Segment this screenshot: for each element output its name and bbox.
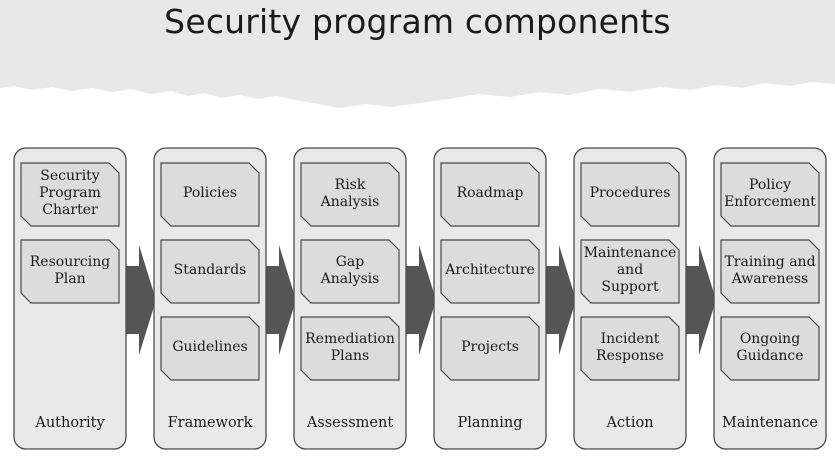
- component-card: [580, 162, 680, 227]
- component-card-label: Incident Response: [596, 330, 664, 364]
- component-card: [300, 239, 400, 304]
- component-card-label: Security Program Charter: [39, 168, 101, 218]
- flow-arrow: [684, 245, 716, 355]
- component-card: [440, 239, 540, 304]
- component-card-label: Policies: [182, 185, 238, 201]
- component-card-label: Guidelines: [172, 339, 248, 355]
- component-card: [20, 162, 120, 227]
- flow-arrow: [124, 245, 156, 355]
- flow-arrow: [264, 245, 296, 355]
- component-card-label: Procedures: [589, 185, 671, 201]
- component-card-label: Resourcing Plan: [29, 253, 111, 287]
- component-card: [160, 316, 260, 381]
- component-card: [720, 239, 820, 304]
- component-card-label: Architecture: [445, 262, 535, 278]
- component-card: [160, 162, 260, 227]
- component-card: [300, 316, 400, 381]
- torn-paper-banner: [0, 0, 835, 108]
- page-title: Security program components: [164, 2, 671, 41]
- column-label: Authority: [35, 415, 105, 431]
- component-card: [720, 162, 820, 227]
- component-card-label: Policy Enforcement: [724, 176, 816, 210]
- column-label: Framework: [167, 415, 253, 431]
- column-label: Assessment: [306, 415, 394, 431]
- component-card-label: Roadmap: [456, 185, 524, 201]
- flow-arrow: [544, 245, 576, 355]
- component-card-label: Gap Analysis: [320, 253, 380, 287]
- component-card-label: Ongoing Guidance: [736, 330, 804, 364]
- component-card-label: Training and Awareness: [724, 253, 816, 287]
- component-card: [440, 162, 540, 227]
- component-card-label: Standards: [173, 262, 247, 278]
- flow-arrow: [404, 245, 436, 355]
- component-card: [20, 239, 120, 304]
- column-label: Maintenance: [722, 415, 818, 431]
- component-card: [160, 239, 260, 304]
- component-card-label: Remediation Plans: [305, 330, 395, 364]
- component-card-label: Projects: [461, 339, 519, 355]
- column-label: Planning: [457, 415, 523, 431]
- component-card-label: Risk Analysis: [320, 176, 380, 210]
- component-card-label: Maintenance and Support: [583, 245, 677, 295]
- banner-shape: [0, 0, 835, 108]
- component-card: [440, 316, 540, 381]
- component-card: [580, 239, 680, 304]
- component-card: [300, 162, 400, 227]
- component-card: [580, 316, 680, 381]
- column-label: Action: [606, 415, 654, 431]
- component-card: [720, 316, 820, 381]
